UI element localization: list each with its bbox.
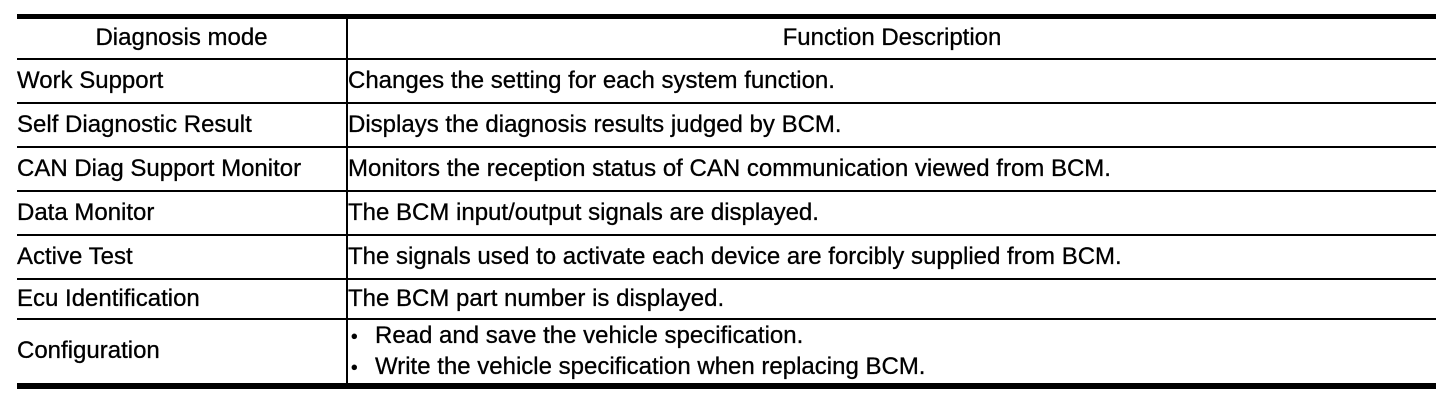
description-cell: • Read and save the vehicle specificatio… (347, 319, 1436, 387)
column-header-label: Diagnosis mode (95, 24, 268, 52)
mode-cell: Data Monitor (17, 191, 348, 236)
mode-cell: Configuration (17, 319, 348, 387)
column-header-function-description: Function Description (347, 16, 1436, 60)
table-row-data-monitor: Data Monitor The BCM input/output signal… (17, 191, 1436, 236)
table-row-can-diag-support-monitor: CAN Diag Support Monitor Monitors the re… (17, 147, 1436, 192)
description-cell: The BCM input/output signals are display… (347, 191, 1436, 236)
description-cell: Monitors the reception status of CAN com… (347, 147, 1436, 192)
table-header: Diagnosis mode Function Description (17, 16, 1436, 60)
column-header-label: Function Description (782, 24, 1002, 52)
table-row-configuration: Configuration • Read and save the vehicl… (17, 319, 1436, 387)
column-header-diagnosis-mode: Diagnosis mode (17, 16, 348, 60)
description-cell: Changes the setting for each system func… (347, 59, 1436, 104)
description-cell: Displays the diagnosis results judged by… (347, 103, 1436, 148)
description-cell: The BCM part number is displayed. (347, 279, 1436, 320)
diagnosis-mode-table: Diagnosis mode Function Description Work… (17, 14, 1436, 389)
mode-cell: CAN Diag Support Monitor (17, 147, 348, 192)
table-row-work-support: Work Support Changes the setting for eac… (17, 59, 1436, 104)
mode-cell: Work Support (17, 59, 348, 104)
description-cell: The signals used to activate each device… (347, 235, 1436, 280)
table-row-ecu-identification: Ecu Identification The BCM part number i… (17, 279, 1436, 320)
bullet-icon: • (351, 326, 358, 348)
mode-cell: Active Test (17, 235, 348, 280)
mode-cell: Self Diagnostic Result (17, 103, 348, 148)
table-row-self-diagnostic-result: Self Diagnostic Result Displays the diag… (17, 103, 1436, 148)
bullet-item: • Write the vehicle specification when r… (348, 352, 1436, 383)
header-row: Diagnosis mode Function Description (17, 16, 1436, 60)
bullet-item: • Read and save the vehicle specificatio… (348, 321, 1436, 352)
bullet-text: Read and save the vehicle specification. (375, 321, 804, 349)
mode-cell: Ecu Identification (17, 279, 348, 320)
bullet-text: Write the vehicle specification when rep… (375, 352, 926, 380)
table-body: Work Support Changes the setting for eac… (17, 59, 1436, 387)
table-row-active-test: Active Test The signals used to activate… (17, 235, 1436, 280)
bullet-icon: • (351, 357, 358, 379)
